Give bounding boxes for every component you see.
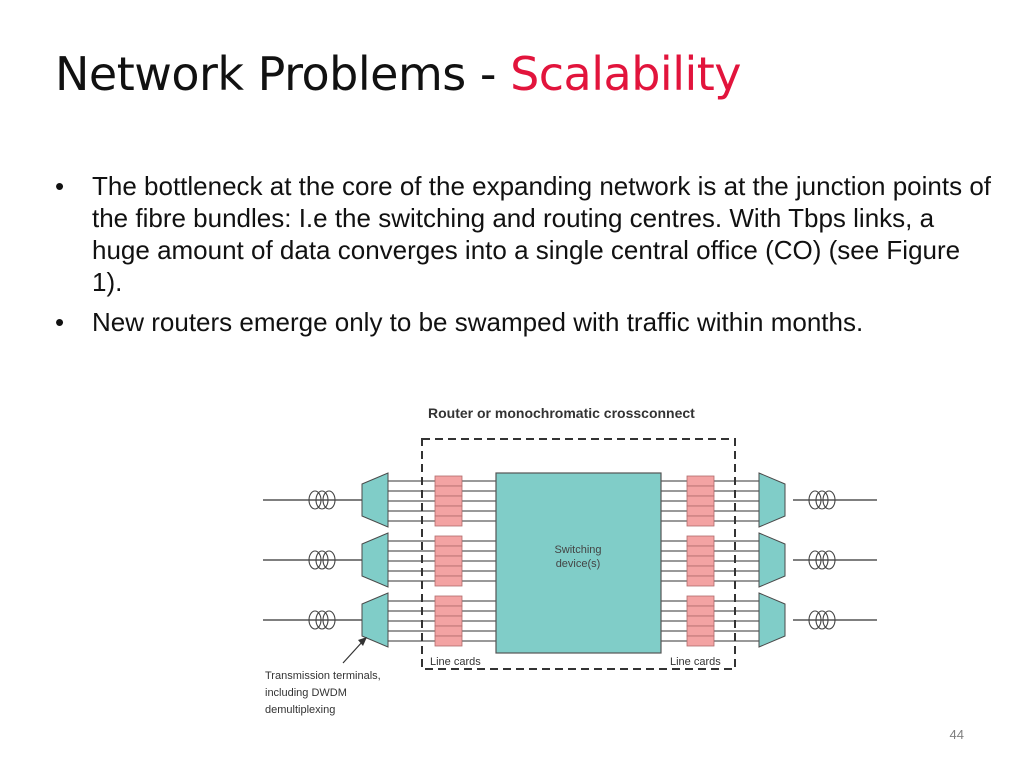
- fiber-coil-icon: [315, 610, 329, 630]
- line-card: [434, 595, 463, 607]
- line-cards-label-left: Line cards: [430, 656, 481, 668]
- terminal-label: demultiplexing: [265, 704, 335, 716]
- fiber-coil-icon: [822, 490, 836, 510]
- mux-terminal: [758, 532, 786, 588]
- diagram-header: Router or monochromatic crossconnect: [428, 405, 695, 421]
- fiber-coil-icon: [322, 550, 336, 570]
- line-card: [434, 535, 463, 547]
- line-card: [434, 545, 463, 557]
- line-card: [686, 605, 715, 617]
- demux-terminal: [361, 472, 389, 528]
- line-card: [686, 545, 715, 557]
- terminal-label: Transmission terminals,: [265, 670, 381, 682]
- line-card: [434, 485, 463, 497]
- fiber-coil-icon: [815, 610, 829, 630]
- line-card: [434, 605, 463, 617]
- line-card: [686, 615, 715, 627]
- demux-terminal: [361, 532, 389, 588]
- fiber-coil-icon: [815, 550, 829, 570]
- bullet-item: • New routers emerge only to be swamped …: [55, 306, 995, 338]
- page-number: 44: [949, 727, 964, 742]
- line-card: [434, 565, 463, 577]
- fiber-coil-icon: [322, 490, 336, 510]
- transmission-terminals: [361, 472, 786, 648]
- fiber-coil-icon: [315, 550, 329, 570]
- bullet-marker: •: [55, 171, 65, 201]
- line-card: [686, 495, 715, 507]
- router-boundary: [421, 438, 736, 670]
- line-card: [686, 575, 715, 587]
- line-card: [686, 595, 715, 607]
- demux-terminal: [361, 592, 389, 648]
- mux-terminal: [758, 592, 786, 648]
- terminal-label: including DWDM: [265, 687, 347, 699]
- fiber-coils: [308, 490, 836, 630]
- line-card-group: [434, 475, 715, 647]
- line-card: [686, 505, 715, 517]
- line-card: [434, 495, 463, 507]
- fiber-coil-icon: [308, 550, 322, 570]
- line-card: [686, 515, 715, 527]
- switching-device: [495, 472, 662, 654]
- fiber-coil-icon: [315, 490, 329, 510]
- line-card: [434, 575, 463, 587]
- bullet-text: The bottleneck at the core of the expand…: [92, 171, 992, 297]
- line-card: [434, 555, 463, 567]
- mux-terminal: [758, 472, 786, 528]
- fiber-coil-icon: [322, 610, 336, 630]
- fiber-coil-icon: [308, 490, 322, 510]
- bullet-list: • The bottleneck at the core of the expa…: [55, 170, 995, 346]
- fiber-coil-icon: [822, 610, 836, 630]
- fiber-coil-icon: [815, 490, 829, 510]
- line-card: [686, 625, 715, 637]
- arrow-head-icon: [358, 637, 367, 646]
- fiber-coil-icon: [308, 610, 322, 630]
- title-accent: Scalability: [510, 47, 742, 101]
- line-card: [434, 625, 463, 637]
- bullet-text: New routers emerge only to be swamped wi…: [92, 307, 864, 337]
- fiber-coil-icon: [808, 490, 822, 510]
- switching-device-label: device(s): [556, 558, 601, 570]
- line-card: [686, 475, 715, 487]
- line-card: [434, 635, 463, 647]
- bullet-marker: •: [55, 307, 65, 337]
- bullet-item: • The bottleneck at the core of the expa…: [55, 170, 995, 298]
- terminal-pointer-arrow: [342, 640, 364, 664]
- router-diagram: Router or monochromatic crossconnect Swi…: [263, 405, 877, 716]
- slide-title: Network Problems - Scalability: [55, 47, 742, 101]
- line-card: [686, 565, 715, 577]
- line-card: [686, 555, 715, 567]
- fiber-coil-icon: [808, 610, 822, 630]
- line-card: [686, 485, 715, 497]
- line-card: [686, 535, 715, 547]
- line-card: [434, 515, 463, 527]
- fiber-coil-icon: [822, 550, 836, 570]
- fiber-coil-icon: [808, 550, 822, 570]
- line-card: [434, 615, 463, 627]
- line-cards-label-right: Line cards: [670, 656, 721, 668]
- line-card: [434, 475, 463, 487]
- title-main: Network Problems -: [55, 47, 511, 101]
- line-card: [434, 505, 463, 517]
- line-card: [686, 635, 715, 647]
- switching-device-label: Switching: [554, 544, 601, 556]
